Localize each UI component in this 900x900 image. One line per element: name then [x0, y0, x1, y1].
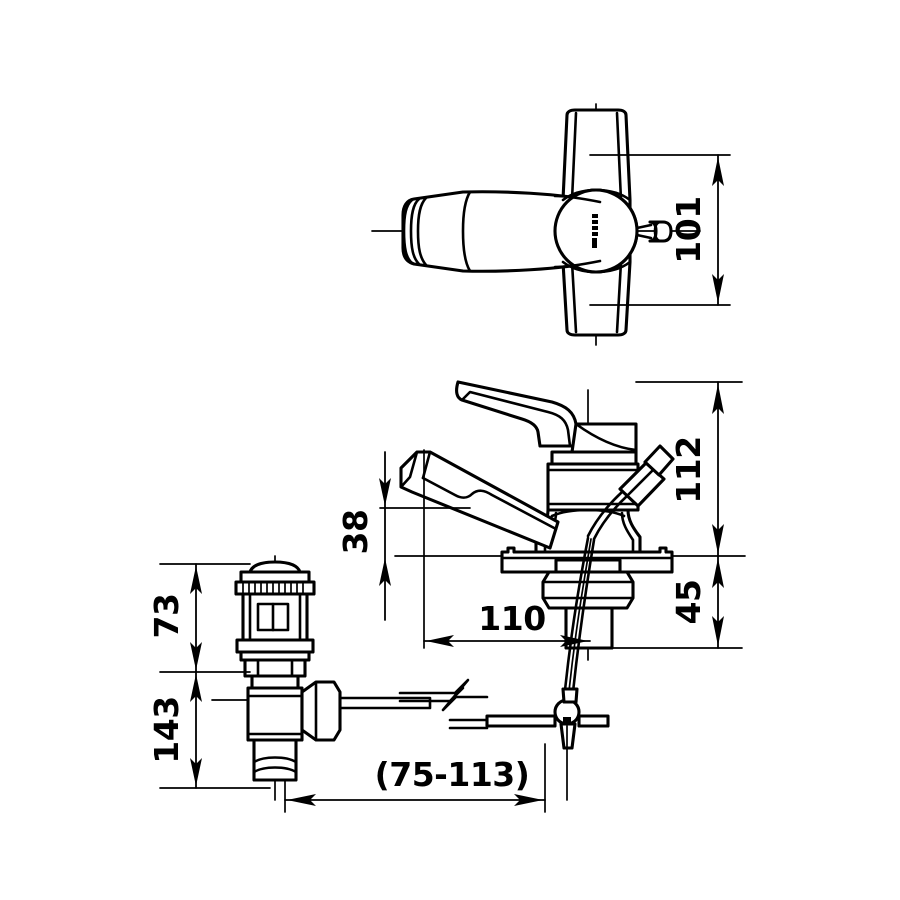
dimension-75-113: (75-113) [284, 743, 546, 813]
valve-side-hex-nut [300, 680, 342, 742]
body-collar-upper [550, 450, 638, 466]
valve-cross-arm-right [577, 714, 610, 728]
plan-hub-handle-blend-right [594, 188, 632, 202]
dim-110-arrow-left [426, 635, 454, 647]
plan-spout-neck-ring [461, 190, 472, 273]
plan-hub-handle-blend-left-lower [561, 260, 598, 274]
dim-38-arrow-bottom [379, 558, 391, 586]
dimension-101: 101 [589, 154, 731, 306]
body-shoulder-top-arc [550, 508, 626, 518]
valve-cage-body [241, 592, 309, 642]
valve-tailpiece-arc-1 [252, 756, 298, 764]
dim-75113-text: (75-113) [375, 755, 530, 794]
dim-45-arrow-top [712, 558, 724, 588]
hose-down-outer-left [563, 536, 590, 692]
dim-112-text: 112 [669, 436, 708, 503]
dim-73-arrow-top [190, 566, 202, 594]
valve-tailpiece-arc-2 [252, 766, 298, 774]
dimension-38: 38 [336, 451, 471, 621]
body-cap-curve [574, 422, 638, 452]
valve-lower-flange-1 [235, 638, 315, 654]
dimension-45: 45 [611, 555, 743, 649]
dimension-110: 110 [423, 449, 591, 649]
spout-tip-face [399, 450, 419, 489]
dimension-73: 73 [147, 563, 251, 673]
plan-hub-handle-blend-left [561, 188, 598, 202]
lever-handle-side [455, 380, 580, 448]
hose-right-nut [643, 444, 675, 477]
valve-cross-hub [553, 698, 581, 726]
plan-arm-top-overlay [553, 194, 602, 204]
hose-right-ferrule [618, 461, 666, 508]
hose-down-inner [568, 538, 592, 692]
lever-handle-relief [460, 390, 572, 448]
plan-spout-tip-ring-1 [402, 198, 414, 265]
valve-cross-arm-left [485, 714, 557, 728]
dim-73-arrow-bottom [190, 642, 202, 670]
dim-45-arrow-bottom [712, 616, 724, 646]
dim-110-arrow-right [560, 635, 588, 647]
valve-cross-arm-up [561, 687, 579, 704]
plan-side-stub-bottom [635, 233, 653, 240]
dim-75113-arrow-left [287, 794, 316, 806]
supply-pipe-upper-break [398, 678, 489, 712]
valve-detail-view: 73 143 (75-113) [147, 555, 546, 813]
plan-spout-arm [401, 190, 602, 273]
plan-side-stub-cap-seam [653, 220, 663, 243]
valve-cage-window [256, 602, 290, 632]
dim-101-arrow-top [712, 157, 724, 186]
dim-38-text: 38 [336, 510, 375, 555]
hose-right-inner [592, 493, 630, 541]
plan-spout-tip-ring-3 [416, 196, 428, 267]
valve-cross-arm-down [559, 722, 577, 750]
valve-lower-collar [243, 658, 307, 678]
valve-cap-knurl-group [242, 582, 304, 594]
dimension-112: 112 [635, 381, 743, 557]
dim-101-text: 101 [669, 196, 708, 263]
spout-side [399, 450, 560, 550]
valve-lower-flange-2 [239, 650, 311, 662]
dimension-143: 143 [147, 671, 271, 789]
valve-cap-dome [248, 560, 302, 574]
dim-112-arrow-bottom [712, 524, 724, 554]
dim-143-arrow-bottom [190, 758, 202, 786]
supply-pipe-upper-edge2 [398, 686, 465, 703]
plan-arm-bottom-overlay [553, 259, 602, 269]
valve-cross-center-dot [563, 717, 571, 725]
plan-center-hub-overlay [553, 188, 639, 274]
hose-right-outer [586, 490, 624, 538]
dim-75113-arrow-right [514, 794, 543, 806]
valve-outlet-pipe [338, 696, 432, 710]
dim-112-arrow-top [712, 384, 724, 414]
hose-right-ferrule-seam [625, 468, 655, 498]
dim-73-text: 73 [147, 594, 186, 639]
hose-down-outer-right [571, 538, 596, 694]
plan-spout-tip-ring-2 [409, 197, 421, 266]
dim-110-text: 110 [478, 599, 545, 638]
plan-side-stub-top [635, 223, 653, 230]
front-elevation-view: 112 45 38 [336, 380, 746, 801]
valve-main-body [246, 686, 304, 742]
plan-hub-handle-blend-right-lower [594, 260, 632, 274]
dim-45-text: 45 [669, 580, 708, 625]
valve-neck [250, 674, 300, 690]
dim-143-arrow-top [190, 674, 202, 702]
dim-101-arrow-bottom [712, 274, 724, 303]
plan-hub-index-mark [592, 214, 598, 248]
spout-lower-relief [421, 476, 558, 531]
top-plan-view: 101 [371, 103, 731, 346]
dim-38-arrow-top [379, 478, 391, 506]
dim-143-text: 143 [147, 696, 186, 763]
valve-tailpiece [252, 738, 298, 782]
